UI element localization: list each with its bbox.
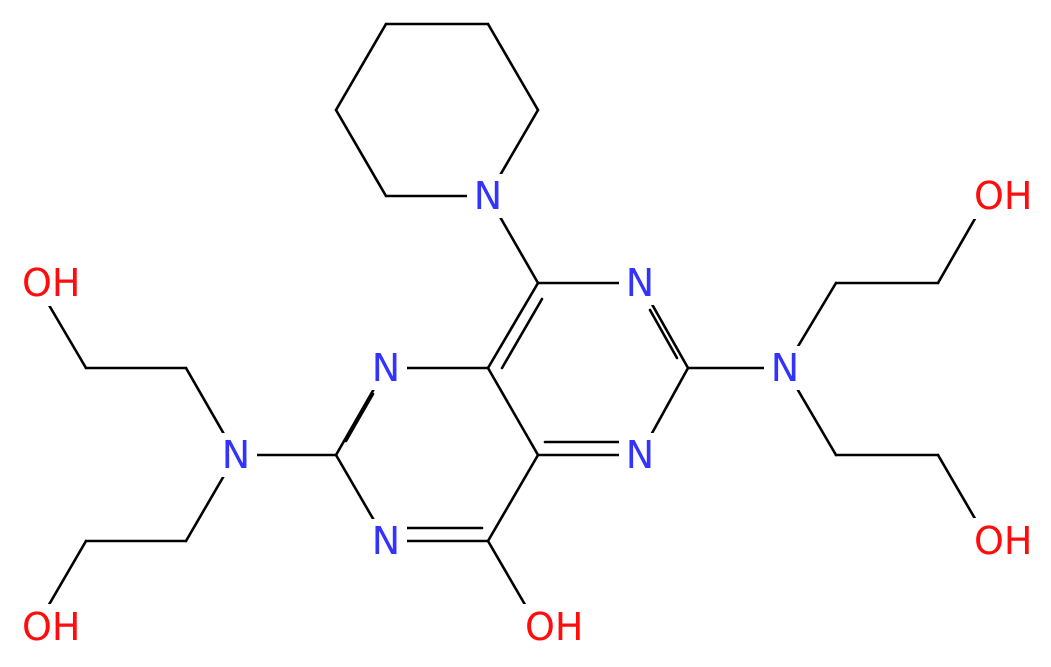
- label-background: [968, 518, 1034, 564]
- label-background: [519, 604, 585, 650]
- atom-labels: N N N N N N N OH OH OH OH OH: [16, 173, 1034, 650]
- nitrogen-atom-label: N: [372, 519, 400, 563]
- bond: [334, 22, 388, 112]
- label-background: [467, 174, 509, 218]
- label-background: [16, 260, 82, 306]
- bond: [486, 22, 540, 112]
- nitrogen-atom-label: N: [372, 346, 400, 390]
- label-background: [365, 346, 407, 390]
- bond: [334, 108, 388, 198]
- hydroxyl-label: OH: [974, 519, 1032, 563]
- label-background: [968, 173, 1034, 219]
- label-background: [365, 519, 407, 563]
- nitrogen-atom-label: N: [771, 346, 799, 390]
- bond: [648, 308, 679, 360]
- bond: [500, 297, 544, 370]
- hydroxyl-label: OH: [22, 605, 80, 649]
- nitrogen-atom-label: N: [626, 433, 654, 477]
- nitrogen-atom-label: N: [474, 174, 502, 218]
- label-background: [764, 346, 806, 390]
- label-background: [215, 433, 257, 477]
- bond: [344, 392, 375, 443]
- bond: [486, 366, 540, 457]
- hydroxyl-label: OH: [525, 605, 583, 649]
- nitrogen-atom-label: N: [626, 261, 654, 305]
- label-background: [619, 433, 661, 477]
- hydroxyl-label: OH: [974, 174, 1032, 218]
- bond: [486, 453, 540, 543]
- nitrogen-atom-label: N: [222, 433, 250, 477]
- label-background: [16, 604, 82, 650]
- bond: [486, 281, 540, 370]
- hydroxyl-label: OH: [22, 261, 80, 305]
- label-background: [619, 261, 661, 305]
